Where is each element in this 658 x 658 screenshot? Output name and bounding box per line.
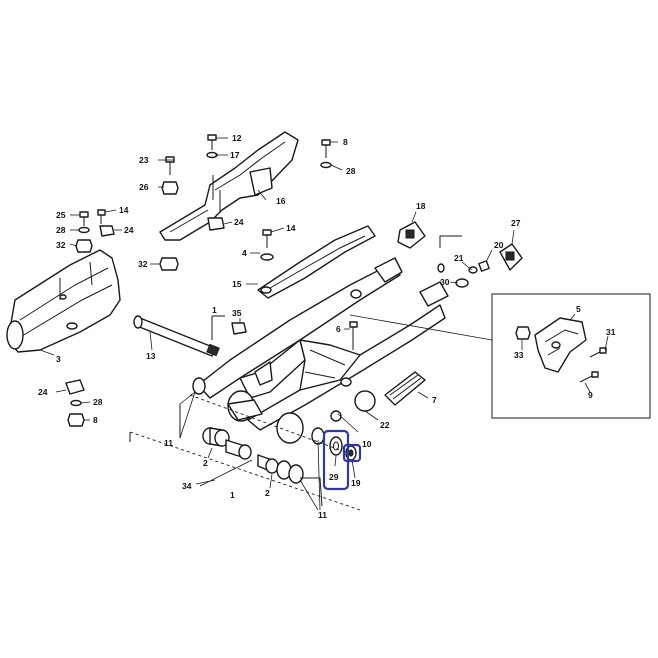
chain-guard (257, 225, 376, 299)
callout-8-lower[interactable]: 8 (93, 415, 98, 425)
callout-28-left[interactable]: 28 (56, 225, 66, 235)
callout-10[interactable]: 10 (362, 439, 372, 449)
callout-5[interactable]: 5 (576, 304, 581, 314)
chain-slider (6, 249, 121, 353)
callout-27[interactable]: 27 (511, 218, 521, 228)
callout-35[interactable]: 35 (232, 308, 242, 318)
end-cap (354, 390, 376, 412)
callout-4[interactable]: 4 (242, 248, 247, 258)
callout-34[interactable]: 34 (182, 481, 192, 491)
upper-chain-guide (159, 131, 299, 241)
callout-3[interactable]: 3 (56, 354, 61, 364)
swingarm (197, 257, 449, 444)
callout-20[interactable]: 20 (494, 240, 504, 250)
callout-32-left[interactable]: 32 (56, 240, 66, 250)
callout-24-mid[interactable]: 24 (234, 217, 244, 227)
callout-22[interactable]: 22 (380, 420, 390, 430)
assembly-brackets (129, 235, 462, 507)
callout-21[interactable]: 21 (454, 253, 464, 263)
callout-31[interactable]: 31 (606, 327, 616, 337)
callout-2-left[interactable]: 2 (203, 458, 208, 468)
callout-25[interactable]: 25 (56, 210, 66, 220)
callout-9[interactable]: 9 (588, 390, 593, 400)
reflector (384, 371, 426, 406)
pivot-axle (133, 315, 220, 357)
chain-adjuster-18 (397, 221, 426, 249)
chain-adjuster-27 (499, 243, 523, 271)
callout-17[interactable]: 17 (230, 150, 240, 160)
callout-1[interactable]: 1 (230, 490, 235, 500)
callout-24-left[interactable]: 24 (124, 225, 134, 235)
callout-19[interactable]: 19 (351, 478, 361, 488)
callout-labels: 12 17 23 26 16 8 28 25 28 32 14 24 24 4 … (38, 133, 616, 520)
callout-16[interactable]: 16 (276, 196, 286, 206)
callout-26[interactable]: 26 (139, 182, 149, 192)
callout-6[interactable]: 6 (336, 324, 341, 334)
callout-14-mid[interactable]: 14 (286, 223, 296, 233)
highlight-boxes (322, 429, 362, 491)
callout-28-top[interactable]: 28 (346, 166, 356, 176)
callout-14-left[interactable]: 14 (119, 205, 129, 215)
callout-29[interactable]: 29 (329, 472, 339, 482)
callout-18[interactable]: 18 (416, 201, 426, 211)
callout-1-top[interactable]: 1 (212, 305, 217, 315)
callout-7[interactable]: 7 (432, 395, 437, 405)
callout-12[interactable]: 12 (232, 133, 242, 143)
callout-30[interactable]: 30 (440, 277, 450, 287)
callout-23[interactable]: 23 (139, 155, 149, 165)
callout-2-right[interactable]: 2 (265, 488, 270, 498)
callout-32-mid[interactable]: 32 (138, 259, 148, 269)
callout-15[interactable]: 15 (232, 279, 242, 289)
callout-24-lower[interactable]: 24 (38, 387, 48, 397)
callout-11-left[interactable]: 11 (164, 438, 173, 448)
chain-guide-inset (349, 293, 651, 419)
callout-8-top[interactable]: 8 (343, 137, 348, 147)
callout-33[interactable]: 33 (514, 350, 524, 360)
leader-lines (39, 137, 609, 511)
callout-11-right[interactable]: 11 (318, 510, 327, 520)
callout-13[interactable]: 13 (146, 351, 156, 361)
hardware (65, 134, 490, 427)
highlight-part-19[interactable] (342, 443, 362, 463)
pivot-bushings (129, 377, 361, 511)
callout-28-lower[interactable]: 28 (93, 397, 103, 407)
